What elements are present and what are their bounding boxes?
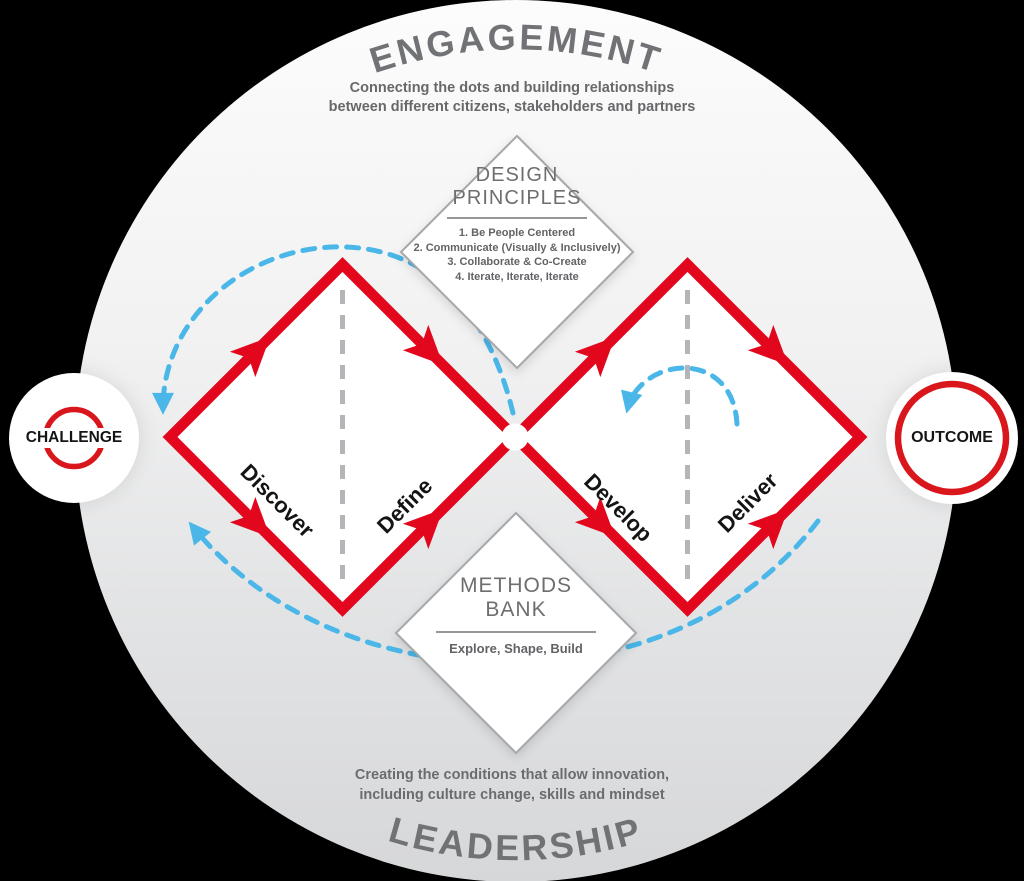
engagement-title: ENGAGEMENT (365, 16, 668, 81)
leadership-subtitle-line: Creating the conditions that allow innov… (354, 767, 670, 783)
design-principle-item: 1. Be People Centered (458, 227, 576, 239)
methods-bank-subtitle: Explore, Shape, Build (449, 641, 583, 656)
design-principle-item: 4. Iterate, Iterate, Iterate (455, 270, 579, 283)
methods-bank-content: METHODS BANK Explore, Shape, Build (396, 574, 636, 656)
engagement-subtitle: Connecting the dots and building relatio… (262, 79, 762, 117)
leadership-subtitle: Creating the conditions that allow innov… (262, 765, 762, 805)
design-principles-title: DESIGN PRINCIPLES (397, 164, 637, 210)
design-principles-diamond (399, 134, 635, 370)
methods-bank-diamond (394, 511, 638, 755)
design-principles-content: DESIGN PRINCIPLES 1. Be People Centered … (397, 164, 637, 284)
methods-bank-title: METHODS BANK (396, 574, 636, 622)
outcome-ring-icon (894, 380, 1010, 496)
design-principle-item: 3. Collaborate & Co-Create (447, 256, 587, 269)
design-principles-title-line: DESIGN (475, 164, 559, 186)
outcome-circle (886, 372, 1018, 504)
design-principle-item: 2. Communicate (Visually & Inclusively) (413, 241, 621, 254)
engagement-subtitle-line: Connecting the dots and building relatio… (349, 80, 675, 96)
diamond-junction-dot (501, 423, 529, 451)
design-principles-divider (447, 217, 587, 219)
methods-bank-title-line: BANK (485, 598, 547, 621)
outcome-label: OUTCOME (911, 429, 993, 446)
iteration-loop-develop (621, 365, 740, 427)
methods-bank-title-line: METHODS (460, 574, 572, 597)
challenge-label: CHALLENGE (23, 428, 125, 448)
iteration-arrow-top-loop (152, 244, 516, 416)
leadership-title: LEADERSHIP (385, 809, 648, 869)
leadership-subtitle-line: including culture change, skills and min… (359, 787, 665, 803)
methods-bank-divider (436, 631, 596, 633)
design-principles-title-line: PRINCIPLES (452, 187, 582, 209)
engagement-subtitle-line: between different citizens, stakeholders… (328, 99, 696, 115)
